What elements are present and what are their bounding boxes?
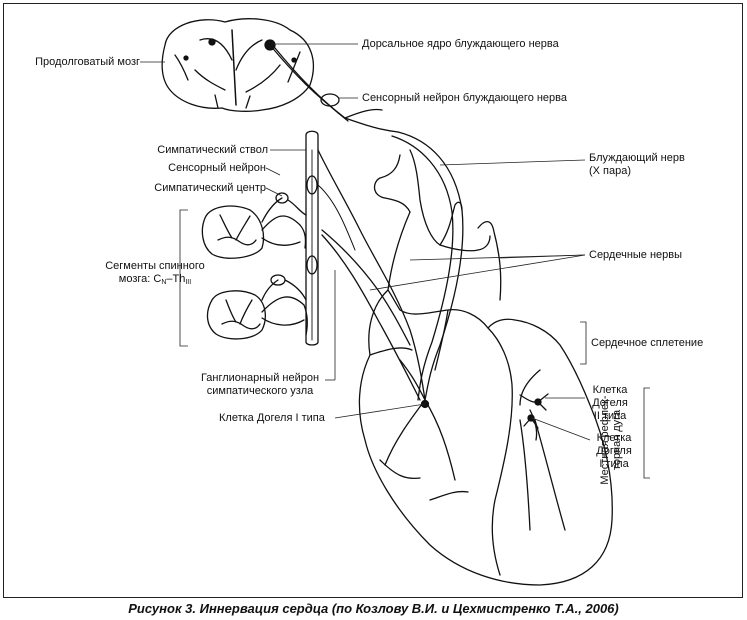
heart-outline bbox=[358, 289, 613, 586]
label-dorsal-nucleus: Дорсальное ядро блуждающего нерва bbox=[362, 38, 559, 50]
spinal-segments-sub2: III bbox=[185, 279, 192, 286]
spinal-segments-prefix: мозга: C bbox=[118, 273, 162, 285]
pointer-lines bbox=[140, 43, 650, 479]
label-sympathetic-center: Симпатический центр bbox=[154, 182, 266, 194]
figure-frame bbox=[3, 3, 743, 598]
vagus-nerve bbox=[391, 131, 464, 401]
medulla-section bbox=[161, 18, 314, 112]
label-cardiac-plexus: Сердечное сплетение bbox=[591, 337, 704, 349]
label-dogiel1b-line1: Клетка bbox=[596, 432, 632, 444]
label-sensory-neuron: Сенсорный нейрон bbox=[168, 162, 266, 174]
label-spinal-segments-line1: Сегменты спинного bbox=[105, 260, 205, 272]
label-vagus-nerve-line1: Блуждающий нерв bbox=[589, 152, 685, 164]
label-dogiel-cell-2: Клетка Догеля II типа bbox=[585, 384, 635, 423]
label-dogiel1b-line3: I типа bbox=[599, 458, 629, 470]
spinal-segments-dash: –Th bbox=[166, 273, 186, 285]
label-ganglion-neuron-line1: Ганглионарный нейрон bbox=[200, 372, 320, 384]
great-vessels bbox=[373, 149, 502, 301]
label-dogiel2-line1: Клетка bbox=[592, 384, 628, 396]
label-dogiel-cell-1b: Клетка Догеля I типа bbox=[589, 432, 639, 471]
label-vagus-nerve: Блуждающий нерв (X пара) bbox=[589, 152, 685, 178]
label-medulla: Продолговатый мозг bbox=[35, 56, 140, 68]
spinal-segment-upper bbox=[201, 192, 307, 259]
label-spinal-segments: Сегменты спинного мозга: CN–ThIII bbox=[92, 260, 218, 289]
label-spinal-segments-line2: мозга: CN–ThIII bbox=[92, 273, 218, 289]
figure-caption: Рисунок 3. Иннервация сердца (по Козлову… bbox=[128, 601, 619, 616]
label-dogiel2-line2: Догеля bbox=[592, 397, 628, 409]
dogiel-cells-right bbox=[519, 393, 549, 441]
label-vagus-nerve-line2: (X пара) bbox=[589, 165, 632, 177]
label-sympathetic-trunk: Симпатический ствол bbox=[157, 144, 268, 156]
label-ganglion-neuron: Ганглионарный нейрон симпатического узла bbox=[195, 372, 325, 398]
spinal-segment-lower bbox=[206, 274, 308, 340]
label-dogiel1b-line2: Догеля bbox=[596, 445, 632, 457]
vagus-ganglion bbox=[269, 44, 399, 133]
label-cardiac-nerves: Сердечные нервы bbox=[589, 249, 683, 261]
label-dogiel-cell-1: Клетка Догеля I типа bbox=[219, 412, 325, 424]
cardiac-nerves-paths bbox=[317, 149, 456, 481]
spinal-segments-sub1: N bbox=[161, 279, 167, 286]
label-vagus-sensory-neuron: Сенсорный нейрон блуждающего нерва bbox=[362, 92, 568, 104]
label-ganglion-neuron-line2: симпатического узла bbox=[206, 385, 314, 397]
label-local-reflex-arc: Местная рефлек- торная дуга bbox=[599, 395, 623, 485]
sympathetic-trunk bbox=[305, 130, 319, 346]
label-dogiel2-line3: II типа bbox=[593, 410, 627, 422]
